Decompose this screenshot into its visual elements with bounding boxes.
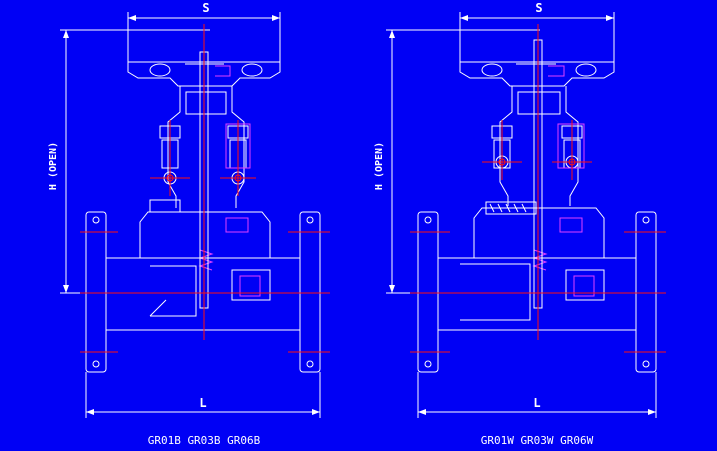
view-caption: GR01B GR03B GR06B bbox=[148, 434, 261, 447]
dimension-s: S bbox=[127, 1, 281, 62]
dimension-h-open: H (OPEN) bbox=[374, 29, 540, 294]
dimension-h-open: H (OPEN) bbox=[48, 29, 210, 294]
valve-view-welded: S H (OPEN) bbox=[374, 1, 666, 447]
centerlines bbox=[80, 24, 330, 353]
dimension-l: L bbox=[85, 372, 321, 418]
dim-s-label: S bbox=[535, 1, 542, 15]
dim-h-label: H (OPEN) bbox=[374, 142, 385, 190]
centerlines bbox=[410, 24, 666, 353]
valve-view-flanged: S H (OPEN) bbox=[48, 1, 330, 447]
dim-h-label: H (OPEN) bbox=[48, 142, 59, 190]
dimension-s: S bbox=[459, 1, 615, 62]
dim-l-label: L bbox=[199, 396, 206, 410]
handwheel bbox=[459, 61, 615, 87]
view-caption: GR01W GR03W GR06W bbox=[481, 434, 594, 447]
flanges bbox=[417, 211, 657, 373]
valve-body bbox=[437, 257, 637, 331]
bonnet bbox=[473, 201, 605, 271]
bonnet bbox=[139, 199, 271, 271]
yoke bbox=[159, 86, 251, 208]
flanges bbox=[85, 211, 321, 373]
valve-body bbox=[105, 257, 301, 331]
dim-s-label: S bbox=[202, 1, 209, 15]
dim-l-label: L bbox=[533, 396, 540, 410]
dimension-l: L bbox=[417, 372, 657, 418]
